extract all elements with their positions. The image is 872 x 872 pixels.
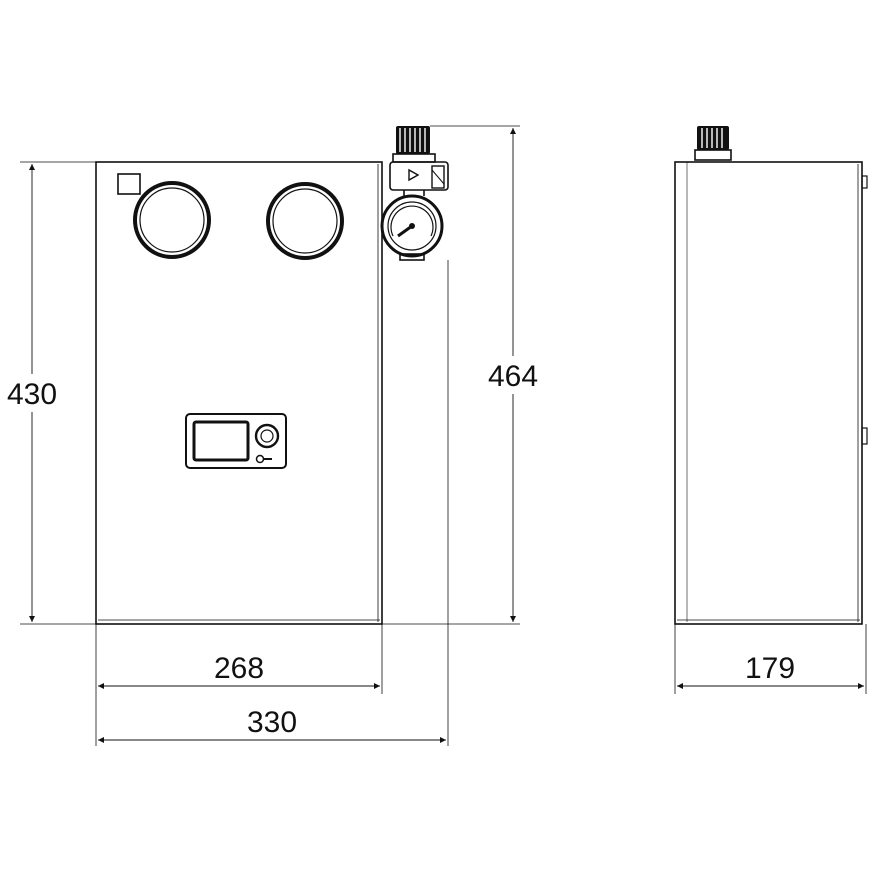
valve-with-pressure-gauge [380, 126, 449, 261]
dimension-height-body: 430 [0, 161, 96, 625]
side-view [674, 126, 868, 625]
dimension-label-width-body: 268 [214, 652, 264, 685]
dimension-label-height-total: 464 [488, 360, 538, 393]
dimension-width-body: 268 [95, 624, 383, 746]
top-valve-cap-icon [694, 126, 732, 161]
dimension-height-total: 464 [382, 125, 544, 625]
control-knob-icon [254, 423, 280, 449]
dimension-label-width-total: 330 [247, 706, 297, 739]
dimension-width-total: 330 [98, 260, 449, 746]
left-round-port [133, 181, 211, 259]
right-round-port [266, 182, 344, 260]
pressure-gauge-icon [380, 194, 444, 258]
control-button-icon [255, 454, 272, 464]
control-panel [185, 413, 287, 469]
valve-arrow-icon [408, 168, 420, 182]
status-indicator-square [117, 173, 141, 195]
control-display-screen [192, 420, 250, 462]
front-housing [95, 161, 383, 625]
side-housing [674, 161, 863, 625]
dimension-label-depth: 179 [745, 652, 795, 685]
dimension-label-height-body: 430 [7, 378, 57, 411]
front-view [95, 126, 449, 625]
dimension-depth: 179 [674, 624, 867, 694]
valve-cap-icon [396, 126, 430, 154]
